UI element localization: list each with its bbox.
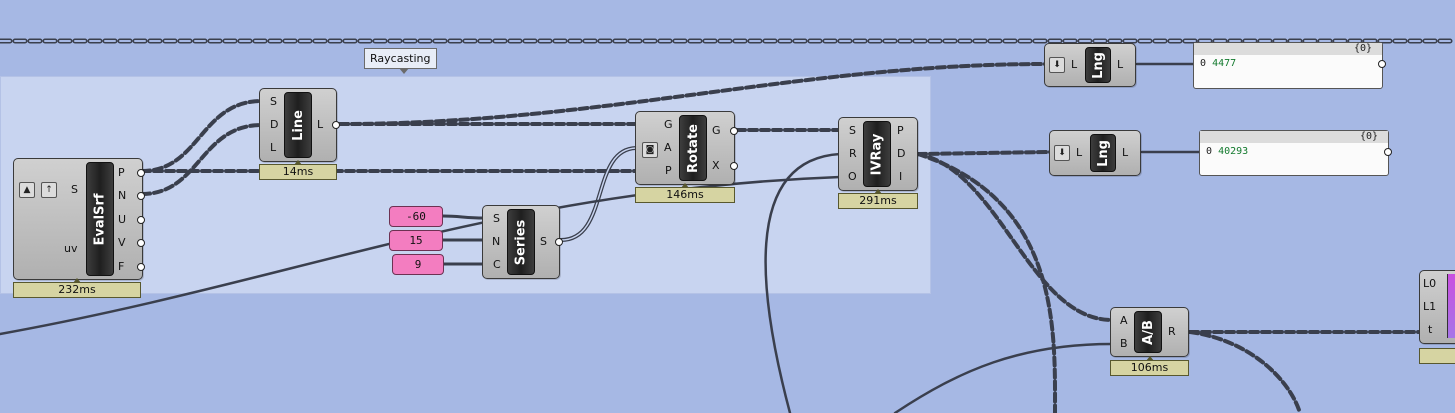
gradient-preview-icon <box>1447 274 1455 338</box>
wire-evalsrf-line <box>140 99 264 173</box>
panel-1[interactable]: {0} 0 4477 <box>1193 42 1383 89</box>
series-title: Series <box>507 209 535 275</box>
line-component[interactable]: S D L Line L <box>259 88 340 162</box>
ivray-output-p[interactable]: P <box>897 124 904 137</box>
arrow-up-icon[interactable]: ↑ <box>41 182 57 198</box>
series-input-n[interactable]: N <box>492 235 501 248</box>
rotate-output-g[interactable]: G <box>712 124 721 137</box>
slider-count[interactable]: 9 <box>392 254 444 275</box>
gradient-component[interactable]: L0 L1 t <box>1419 270 1455 344</box>
evalsrf-title: EvalSrf <box>86 162 114 276</box>
lng2-output-l[interactable]: L <box>1122 146 1129 159</box>
panel-2[interactable]: {0} 0 40293 <box>1199 130 1389 176</box>
ab-input-b[interactable]: B <box>1120 337 1128 350</box>
wire-ivray-ab <box>916 152 1114 322</box>
series-input-c[interactable]: C <box>493 258 501 271</box>
rotate-input-g[interactable]: G <box>664 118 673 131</box>
panel-2-path: {0} <box>1200 131 1388 143</box>
evalsrf-output-v[interactable]: V <box>118 236 126 249</box>
rotate-output-x[interactable]: X <box>712 159 720 172</box>
panel-1-value: 4477 <box>1212 58 1237 69</box>
ivray-input-r[interactable]: R <box>849 147 857 160</box>
series-input-s[interactable]: S <box>493 212 500 225</box>
lng1-output-l[interactable]: L <box>1117 58 1124 71</box>
wire-ab-b <box>893 342 1114 413</box>
rotate-input-a[interactable]: A <box>664 141 672 154</box>
evalsrf-component[interactable]: ▲ ↑ S uv EvalSrf P N U V F <box>13 158 145 280</box>
ab-timer: 106ms <box>1110 356 1189 376</box>
lng-component-2[interactable]: ⬇ L Lng L <box>1049 130 1141 176</box>
gradient-input-t[interactable]: t <box>1428 323 1433 336</box>
ivray-input-s[interactable]: S <box>849 124 856 137</box>
line-title: Line <box>284 92 312 158</box>
wire-slider-series-s <box>441 214 486 220</box>
flatten-icon[interactable]: ⬇ <box>1049 57 1065 73</box>
collapse-up-icon[interactable]: ▲ <box>19 182 35 198</box>
lng2-input-l[interactable]: L <box>1076 146 1083 159</box>
gradient-input-l1[interactable]: L1 <box>1423 300 1437 313</box>
wire-ivray-lng2 <box>916 150 1052 156</box>
ivray-input-o[interactable]: O <box>848 170 857 183</box>
line-input-s[interactable]: S <box>270 95 277 108</box>
flatten-icon[interactable]: ⬇ <box>1054 145 1070 161</box>
panel-1-index: 0 <box>1200 58 1207 69</box>
ab-title: A/B <box>1134 311 1162 353</box>
ab-input-a[interactable]: A <box>1120 314 1128 327</box>
raycasting-group[interactable] <box>0 76 931 294</box>
wire-line-lng1 <box>338 62 1047 126</box>
panel-1-path: {0} <box>1194 43 1382 55</box>
series-output-s[interactable]: S <box>540 235 547 248</box>
line-timer: 14ms <box>259 160 337 180</box>
lng2-title: Lng <box>1090 134 1116 172</box>
series-component[interactable]: S N C Series S <box>482 205 563 279</box>
ab-component[interactable]: A B A/B R <box>1110 307 1189 357</box>
slider-step[interactable]: 15 <box>389 230 443 251</box>
evalsrf-input-uv[interactable]: uv <box>64 242 78 255</box>
gradient-input-l0[interactable]: L0 <box>1423 277 1437 290</box>
evalsrf-output-p[interactable]: P <box>118 166 125 179</box>
rotate-title: Rotate <box>679 115 707 181</box>
line-output-l[interactable]: L <box>317 118 324 131</box>
wire-ivray-r <box>764 152 842 413</box>
evalsrf-input-s[interactable]: S <box>71 183 78 196</box>
evalsrf-output-n[interactable]: N <box>118 189 127 202</box>
line-input-d[interactable]: D <box>270 118 279 131</box>
evalsrf-timer: 232ms <box>13 278 141 298</box>
ivray-title: IVRay <box>863 121 891 187</box>
lng-component-1[interactable]: ⬇ L Lng L <box>1044 43 1136 87</box>
gradient-timer-strip <box>1419 348 1455 364</box>
evalsrf-output-f[interactable]: F <box>118 260 125 273</box>
lng1-title: Lng <box>1085 47 1111 83</box>
line-input-l[interactable]: L <box>270 141 277 154</box>
ivray-output-d[interactable]: D <box>897 147 906 160</box>
ab-output-r[interactable]: R <box>1168 325 1176 338</box>
slider-start[interactable]: -60 <box>389 206 443 227</box>
panel-2-value: 40293 <box>1218 146 1249 157</box>
evalsrf-output-u[interactable]: U <box>118 213 127 226</box>
ivray-output-i[interactable]: I <box>899 170 903 183</box>
rotate-component[interactable]: G ◙ A P Rotate G X <box>635 111 738 185</box>
rotate-timer: 146ms <box>635 183 735 203</box>
ivray-component[interactable]: S R O IVRay P D I <box>838 117 918 191</box>
rotate-input-p[interactable]: P <box>665 164 672 177</box>
lng1-input-l[interactable]: L <box>1071 58 1078 71</box>
angle-icon[interactable]: ◙ <box>642 142 658 158</box>
panel-2-index: 0 <box>1206 146 1213 157</box>
group-label[interactable]: Raycasting <box>364 48 437 74</box>
ivray-timer: 291ms <box>838 189 918 209</box>
